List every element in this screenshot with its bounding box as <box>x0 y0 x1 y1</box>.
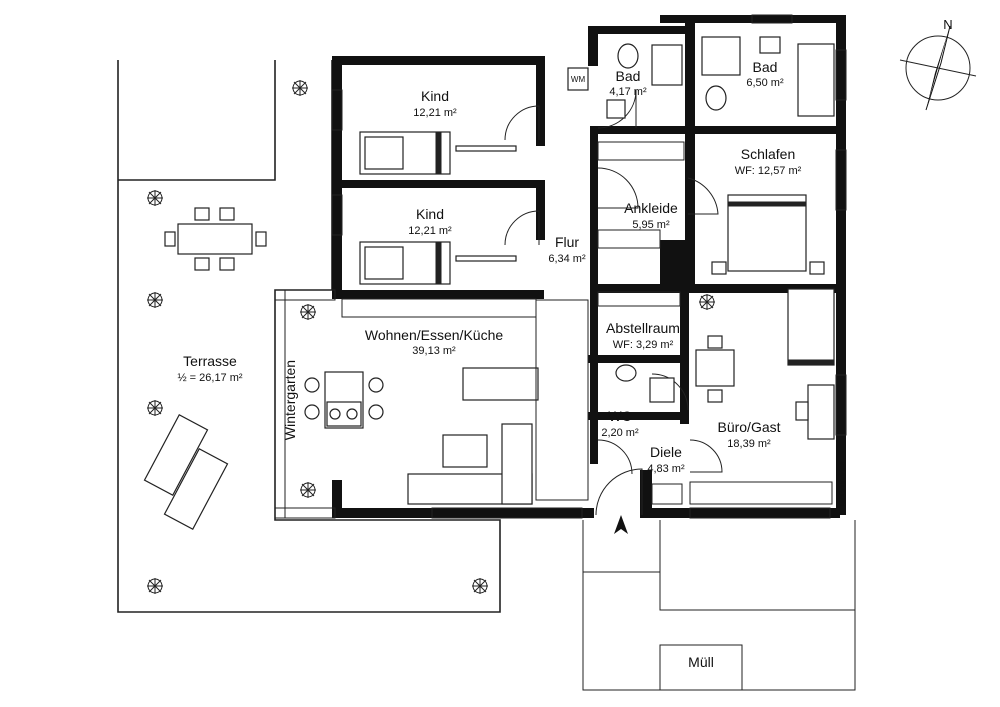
furniture <box>143 36 835 530</box>
room-area-abstellraum: WF: 3,29 m² <box>613 339 674 351</box>
room-area-bad-1: 4,17 m² <box>609 86 647 98</box>
room-area-wc: 2,20 m² <box>601 427 639 439</box>
room-name-wc: WC <box>608 408 631 424</box>
room-name-terrasse: Terrasse <box>183 353 237 369</box>
room-name-kind-2: Kind <box>416 206 444 222</box>
room-area-flur: 6,34 m² <box>548 253 586 265</box>
compass-north-label: N <box>943 17 952 32</box>
room-area-ankleide: 5,95 m² <box>632 219 670 231</box>
room-name-wintergarten: Wintergarten <box>282 360 298 440</box>
plant-icon <box>147 190 163 206</box>
washing-machine-label: WM <box>571 75 586 84</box>
plant-icon <box>300 304 316 320</box>
plant-icon <box>147 292 163 308</box>
compass-icon <box>899 25 977 111</box>
room-area-schlafen: WF: 12,57 m² <box>735 165 802 177</box>
room-name-wohnen: Wohnen/Essen/Küche <box>365 327 503 343</box>
plant-icon <box>147 578 163 594</box>
room-name-bad-1: Bad <box>616 68 641 84</box>
room-area-wohnen: 39,13 m² <box>412 345 456 357</box>
plant-icon <box>699 294 715 310</box>
doors <box>504 89 723 516</box>
room-name-diele: Diele <box>650 444 682 460</box>
watermark-label: McGrundriss <box>838 461 847 506</box>
room-labels: Kind 12,21 m² Kind 12,21 m² Bad 4,17 m² … <box>177 17 952 670</box>
room-area-bad-2: 6,50 m² <box>746 77 784 89</box>
room-area-terrasse: ½ = 26,17 m² <box>177 372 242 384</box>
room-name-kind-1: Kind <box>421 88 449 104</box>
room-name-abstellraum: Abstellraum <box>606 320 680 336</box>
entrance-arrow-icon <box>614 515 628 534</box>
windows <box>274 14 847 519</box>
room-name-buero: Büro/Gast <box>717 419 780 435</box>
room-name-ankleide: Ankleide <box>624 200 678 216</box>
walls <box>332 15 846 518</box>
plant-icon <box>472 578 488 594</box>
room-name-flur: Flur <box>555 234 579 250</box>
room-name-bad-2: Bad <box>753 59 778 75</box>
room-area-kind-1: 12,21 m² <box>413 107 457 119</box>
plant-icon <box>292 80 308 96</box>
room-area-kind-2: 12,21 m² <box>408 225 452 237</box>
plant-icon <box>147 400 163 416</box>
room-area-buero: 18,39 m² <box>727 438 771 450</box>
room-name-muell: Müll <box>688 654 714 670</box>
room-area-diele: 4,83 m² <box>647 463 685 475</box>
plant-icon <box>300 482 316 498</box>
plant-icon-group <box>147 80 715 594</box>
room-name-schlafen: Schlafen <box>741 146 795 162</box>
